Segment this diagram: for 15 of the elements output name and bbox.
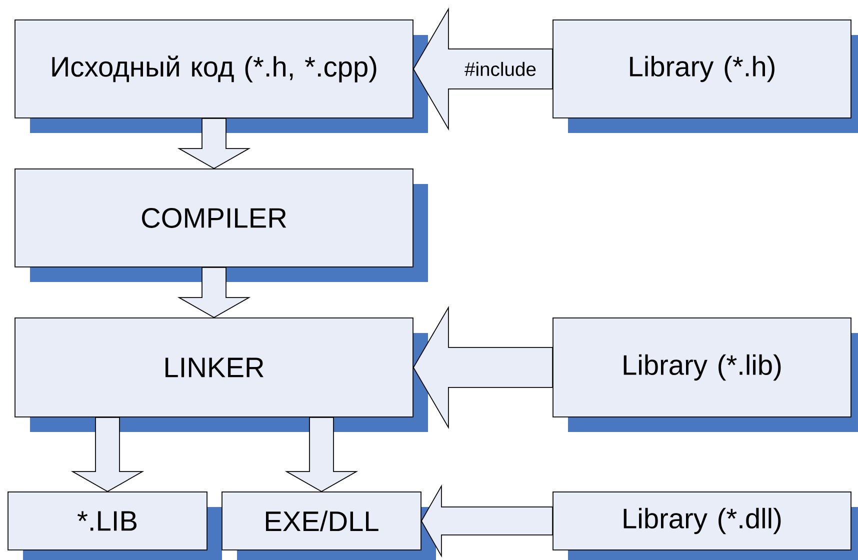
block-arrow — [177, 118, 251, 170]
process-box: Library (*.h) — [552, 20, 858, 133]
process-box: LINKER — [14, 318, 428, 432]
process-box: Library (*.dll) — [552, 492, 858, 560]
process-box: Library (*.lib) — [552, 318, 858, 432]
block-arrow — [284, 416, 358, 492]
block-arrow — [420, 484, 553, 558]
block-arrow — [177, 267, 251, 318]
process-box: COMPILER — [14, 168, 428, 282]
process-box: Исходный код (*.h, *.cpp) — [14, 20, 428, 133]
process-box: *.LIB — [8, 492, 222, 560]
block-arrow — [412, 306, 553, 430]
process-box: EXE/DLL — [222, 492, 436, 560]
edge-label: #include — [462, 60, 538, 78]
block-arrow — [70, 416, 144, 492]
